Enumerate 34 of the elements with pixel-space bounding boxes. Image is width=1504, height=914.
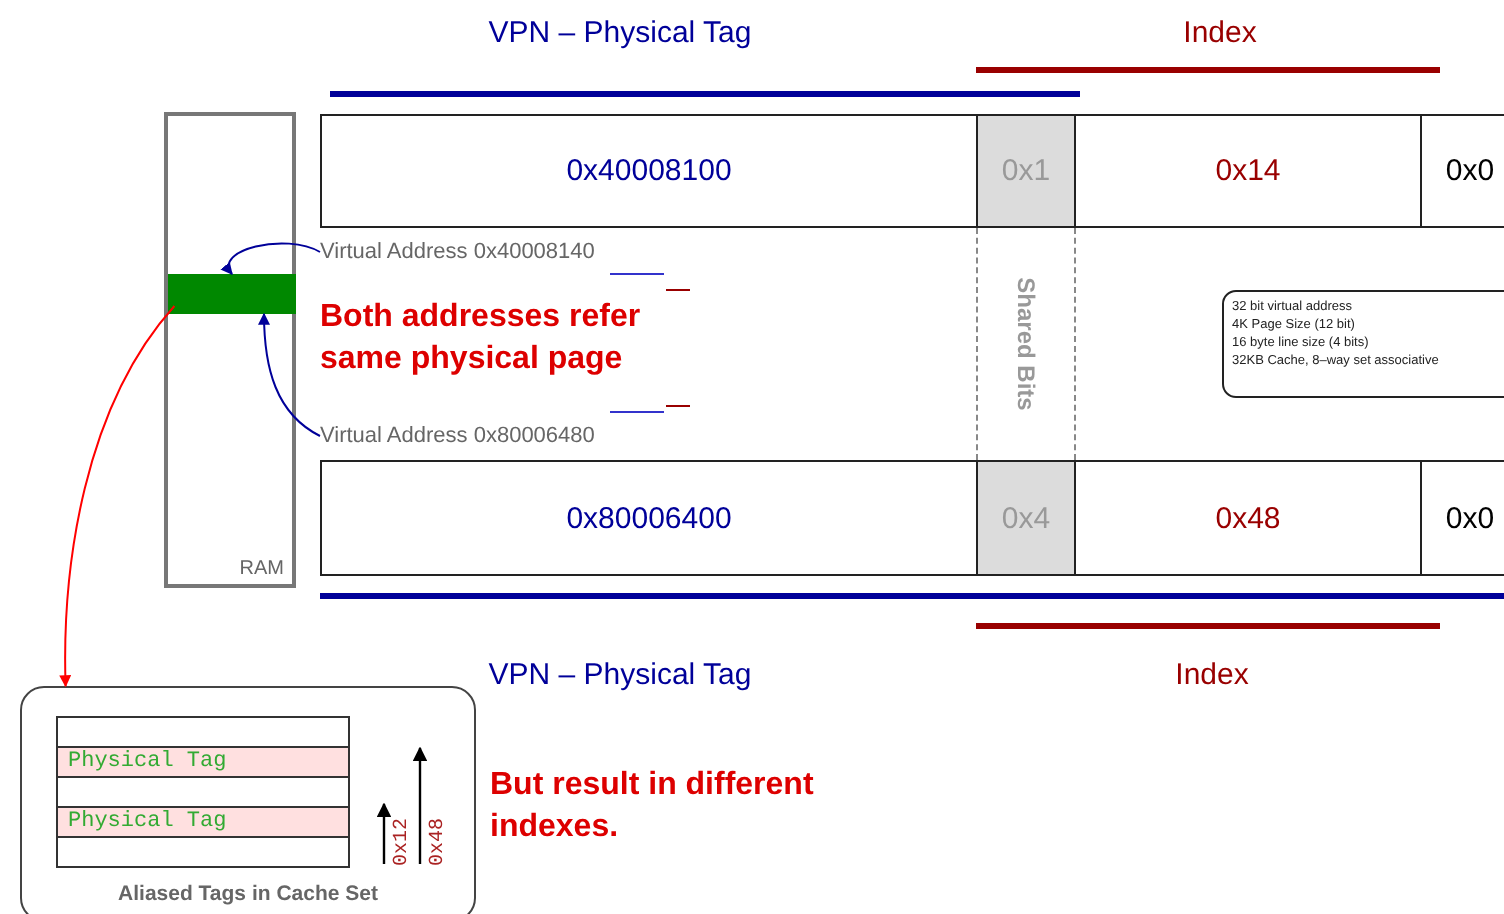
- annotation-text: Both addresses refer same physical page: [320, 298, 643, 380]
- cache-line-row: [56, 836, 350, 868]
- cache-line-row: [56, 776, 350, 808]
- ram-label: RAM: [239, 558, 284, 580]
- panel-caption: Aliased Tags in Cache Set: [116, 882, 380, 906]
- field-heading: VPN – Physical Tag: [488, 658, 752, 692]
- note-box: [1222, 290, 1504, 398]
- cache-line-row: [56, 716, 350, 748]
- cache-line-row: Physical Tag: [56, 746, 350, 778]
- index-value: 0x12: [392, 817, 414, 866]
- address-text: Virtual Address 0x80006480: [320, 424, 595, 448]
- tag-field: 0x40008100: [320, 114, 978, 228]
- field-heading: Index: [1183, 16, 1257, 50]
- cache-line-row: Physical Tag: [56, 806, 350, 838]
- shared-field: 0x4: [976, 460, 1076, 576]
- address-text: Virtual Address 0x40008140: [320, 240, 595, 264]
- field-heading: Index: [1175, 658, 1249, 692]
- cache-set-panel: [20, 686, 476, 914]
- page-bar: [168, 274, 296, 314]
- curved-arrow: [221, 242, 321, 276]
- index-field: 0x48: [1074, 460, 1422, 576]
- tag-field: 0x80006400: [320, 460, 978, 576]
- index-value: 0x48: [428, 817, 450, 866]
- column-label: Shared Bits: [1012, 277, 1040, 411]
- field-heading: VPN – Physical Tag: [488, 16, 752, 50]
- ram-box: [164, 112, 296, 588]
- curved-arrow: [258, 312, 321, 437]
- annotation-text: But result in different indexes.: [490, 766, 816, 848]
- offset-field: 0x0: [1420, 114, 1504, 228]
- curved-arrow: [59, 305, 176, 688]
- offset-field: 0x0: [1420, 460, 1504, 576]
- shared-field: 0x1: [976, 114, 1076, 228]
- shared-bits-column: [976, 228, 1076, 460]
- index-field: 0x14: [1074, 114, 1422, 228]
